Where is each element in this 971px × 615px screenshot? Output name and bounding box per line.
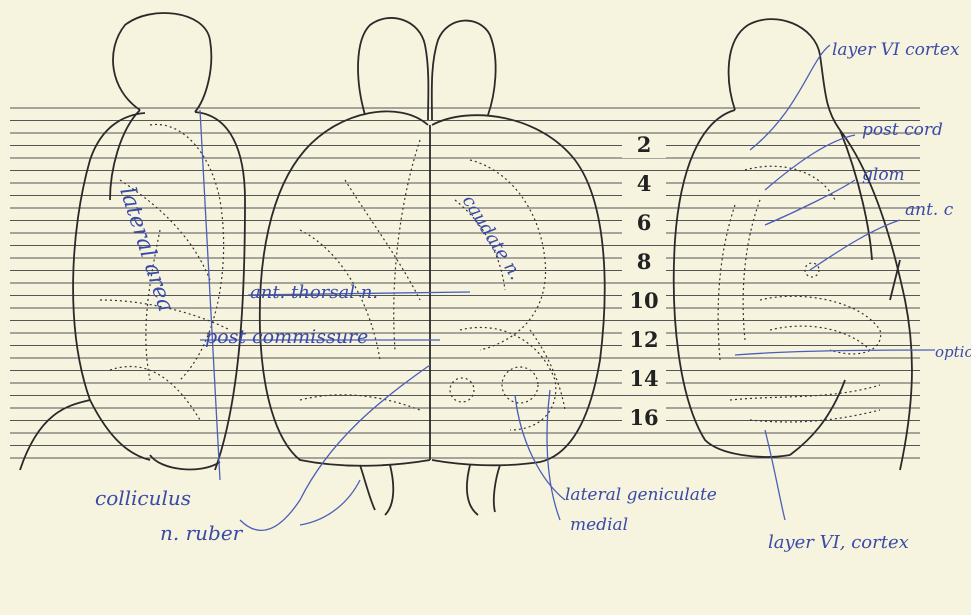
section-number-group: 2 4 6 8 10 12 14 16 [622,132,666,431]
label-ant-thorsal: ant. thorsal n. [250,282,378,303]
right-brain-outline [674,19,912,470]
label-lateral-geniculate: lateral geniculate [565,485,717,505]
section-number: 10 [629,288,658,313]
section-number: 14 [629,366,658,391]
section-number: 2 [637,132,652,157]
center-brain-outline [260,18,605,515]
right-brain-dotted [718,166,881,422]
label-post-commissure: post commissure [205,326,368,348]
label-post-cord: post cord [862,120,943,140]
label-glom: glom [862,165,905,185]
label-layer-vi-top: layer VI cortex [832,40,960,60]
section-number: 6 [637,210,652,235]
label-optic: optic [935,343,971,361]
label-caudate: caudate n. [458,192,526,284]
label-ant-c: ant. c [905,200,954,220]
section-number: 12 [629,327,658,352]
label-n-ruber: n. ruber [160,521,244,545]
section-number: 8 [637,249,652,274]
section-number: 4 [637,171,652,196]
label-layer-vi-bottom: layer VI, cortex [768,532,909,553]
section-number: 16 [629,405,658,430]
label-colliculus: colliculus [95,486,191,510]
label-medial: medial [570,515,628,535]
